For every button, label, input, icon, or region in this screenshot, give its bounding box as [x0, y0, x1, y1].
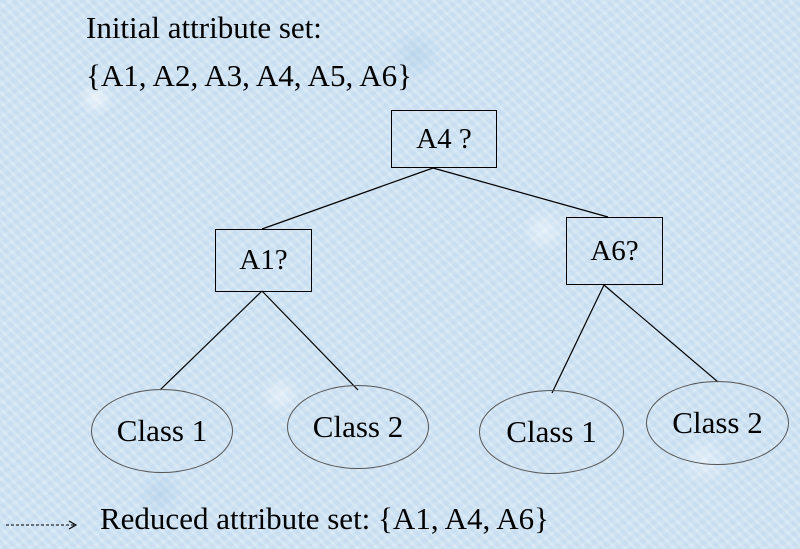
root-node: A4 ? [391, 110, 497, 168]
initial-attribute-set: {A1, A2, A3, A4, A5, A6} [86, 58, 413, 93]
leaf-class-1-right: Class 1 [479, 390, 624, 474]
leaf-class-2-left: Class 2 [287, 385, 429, 469]
leaf-class-2-right: Class 2 [646, 381, 789, 465]
leaf-class-1-left: Class 1 [91, 389, 233, 473]
dashed-arrow-icon [6, 520, 78, 530]
heading: Initial attribute set: [86, 10, 322, 45]
edge-left-class1 [159, 290, 263, 391]
edge-root-right [432, 167, 609, 218]
reduced-attribute-set: Reduced attribute set: {A1, A4, A6} [100, 501, 550, 536]
edge-root-left [261, 167, 434, 230]
left-node: A1? [215, 229, 312, 292]
right-node: A6? [566, 217, 663, 285]
edge-left-class2 [261, 290, 359, 391]
edge-right-class1 [551, 284, 605, 394]
edge-right-class2 [603, 284, 719, 383]
